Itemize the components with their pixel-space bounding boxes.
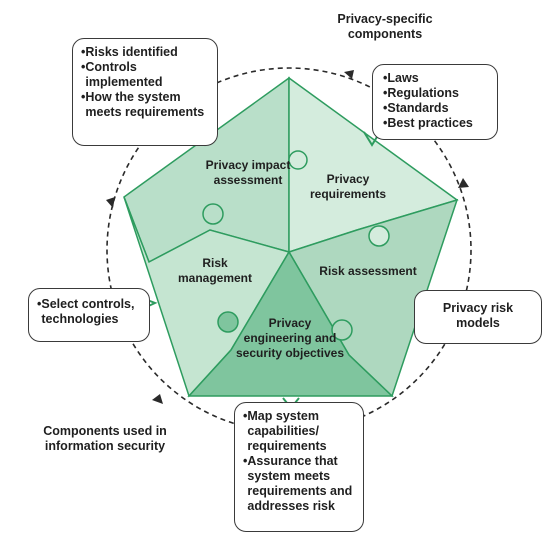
callout-item: Privacy risk models bbox=[442, 301, 514, 330]
callout-box-top-right: •Laws •Regulations •Standards •Best prac… bbox=[372, 64, 498, 140]
dashed-cycle-ring bbox=[106, 67, 472, 433]
callout-box-bottom: •Map system capabilities/ requirements •… bbox=[234, 402, 364, 532]
segment-label-engineering: Privacy engineering and security objecti… bbox=[235, 316, 345, 360]
segment-label-requirements: Privacy requirements bbox=[309, 172, 387, 201]
ring-arrow-right bbox=[458, 178, 469, 188]
callout-box-top-left: •Risks identified •Controls implemented … bbox=[72, 38, 218, 146]
puzzle-knob-2 bbox=[368, 225, 390, 247]
ring-arrow-left bbox=[106, 197, 115, 208]
callout-item: •How the system meets requirements bbox=[81, 90, 205, 119]
puzzle-knob-4 bbox=[331, 319, 353, 341]
segment-label-impact: Privacy impact assessment bbox=[205, 158, 291, 187]
puzzle-knob-3 bbox=[217, 311, 239, 333]
top-label: Privacy-specific components bbox=[337, 12, 433, 41]
callout-item: •Standards bbox=[383, 101, 449, 115]
puzzle-knob-1 bbox=[202, 203, 224, 225]
callout-item: •Select controls, technologies bbox=[37, 297, 135, 326]
puzzle-knob-5 bbox=[288, 150, 308, 170]
ring-arrow-bottom bbox=[152, 394, 163, 404]
callout-box-right: Privacy risk models bbox=[414, 290, 542, 344]
callout-box-left: •Select controls, technologies bbox=[28, 288, 150, 342]
callout-item: •Map system capabilities/ requirements bbox=[243, 409, 327, 453]
callout-item: •Regulations bbox=[383, 86, 459, 100]
callout-item: •Laws bbox=[383, 71, 419, 85]
callout-item: •Best practices bbox=[383, 116, 473, 130]
segment-label-risk-management: Risk management bbox=[177, 256, 253, 285]
callout-item: •Controls implemented bbox=[81, 60, 163, 89]
callout-item: •Assurance that system meets requirement… bbox=[243, 454, 353, 513]
segment-label-risk-assessment: Risk assessment bbox=[319, 264, 417, 278]
bottom-label: Components used in information security bbox=[43, 424, 167, 453]
ring-arrow-top bbox=[344, 70, 354, 79]
callout-item: •Risks identified bbox=[81, 45, 178, 59]
